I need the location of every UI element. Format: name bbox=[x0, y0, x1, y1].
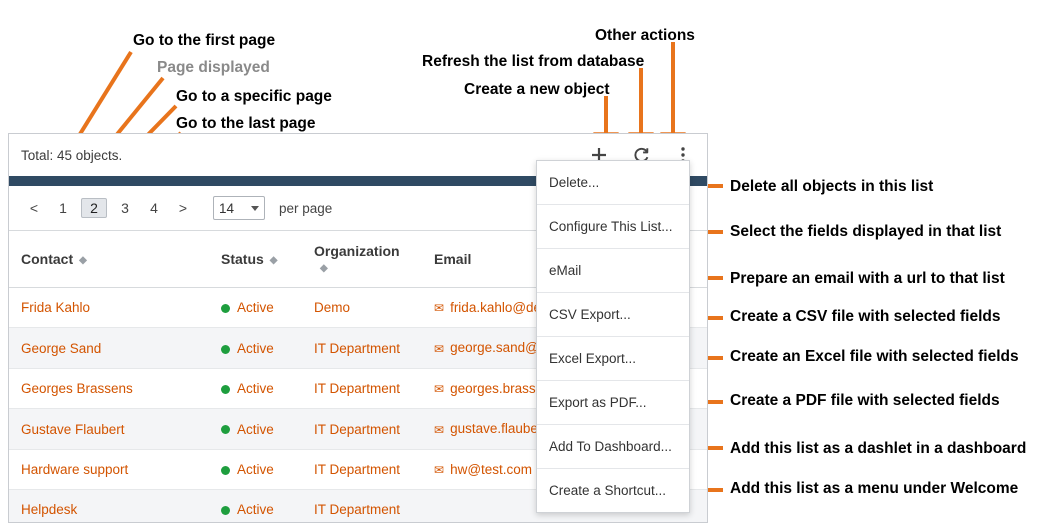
status-dot-icon bbox=[221, 385, 230, 395]
email-text: frida.kahlo@de bbox=[450, 300, 542, 315]
menu-item-excel-export[interactable]: Excel Export... bbox=[537, 337, 689, 381]
column-label-status: Status bbox=[221, 251, 264, 267]
annotation-create-pdf: Create a PDF file with selected fields bbox=[730, 392, 1000, 409]
envelope-icon: ✉ bbox=[434, 341, 445, 356]
other-actions-menu: Delete... Configure This List... eMail C… bbox=[536, 160, 690, 513]
pager-page-4[interactable]: 4 bbox=[150, 200, 158, 216]
pager-page-2-current[interactable]: 2 bbox=[81, 198, 107, 218]
email-text: georges.brasse bbox=[450, 380, 544, 396]
menu-item-configure-this-list[interactable]: Configure This List... bbox=[537, 205, 689, 249]
column-label-contact: Contact bbox=[21, 251, 74, 267]
status-label: Active bbox=[237, 502, 274, 518]
email-text: gustave.flaube bbox=[450, 421, 538, 437]
annotation-refresh-list: Refresh the list from database bbox=[422, 53, 645, 70]
annotation-create-new-object: Create a new object bbox=[464, 81, 610, 98]
total-objects-label: Total: 45 objects. bbox=[21, 147, 123, 163]
envelope-icon: ✉ bbox=[434, 382, 445, 397]
status-label: Active bbox=[237, 461, 274, 477]
sort-icon[interactable]: ◆ bbox=[269, 254, 278, 266]
envelope-icon: ✉ bbox=[434, 422, 445, 437]
annotation-add-dashlet: Add this list as a dashlet in a dashboar… bbox=[730, 440, 1027, 457]
column-header-status[interactable]: Status ◆ bbox=[209, 230, 302, 288]
column-label-organization: Organization bbox=[314, 243, 400, 259]
annotation-delete-all-objects: Delete all objects in this list bbox=[730, 178, 934, 195]
cell-status: Active bbox=[209, 287, 302, 329]
menu-item-delete[interactable]: Delete... bbox=[537, 161, 689, 205]
cell-contact[interactable]: Gustave Flaubert bbox=[9, 408, 209, 450]
cell-organization[interactable]: IT Department bbox=[302, 327, 422, 369]
column-header-contact[interactable]: Contact ◆ bbox=[9, 230, 209, 288]
create-new-object-button[interactable] bbox=[589, 145, 609, 165]
cell-contact[interactable]: Helpdesk bbox=[9, 489, 209, 522]
envelope-icon: ✉ bbox=[434, 301, 445, 316]
cell-status: Active bbox=[209, 408, 302, 450]
status-label: Active bbox=[237, 421, 274, 437]
cell-contact[interactable]: George Sand bbox=[9, 327, 209, 369]
cell-organization[interactable]: Demo bbox=[302, 287, 422, 329]
email-text: george.sand@i bbox=[450, 340, 542, 356]
items-per-page-select[interactable]: 14 bbox=[213, 196, 265, 220]
items-per-page-value: 14 bbox=[219, 200, 235, 216]
pager-page-3[interactable]: 3 bbox=[121, 200, 129, 216]
status-dot-icon bbox=[221, 506, 230, 516]
cell-organization[interactable]: IT Department bbox=[302, 408, 422, 450]
annotation-add-menu: Add this list as a menu under Welcome bbox=[730, 480, 1019, 497]
menu-item-email[interactable]: eMail bbox=[537, 249, 689, 293]
email-text: hw@test.com bbox=[450, 461, 533, 477]
annotation-go-to-specific-page: Go to a specific page bbox=[176, 88, 332, 105]
annotation-select-fields: Select the fields displayed in that list bbox=[730, 223, 1002, 240]
menu-item-export-as-pdf[interactable]: Export as PDF... bbox=[537, 381, 689, 425]
annotation-create-excel: Create an Excel file with selected field… bbox=[730, 348, 1019, 365]
annotation-other-actions: Other actions bbox=[595, 27, 695, 44]
cell-contact[interactable]: Frida Kahlo bbox=[9, 287, 209, 329]
table-row[interactable]: Hardware support Active IT Department ✉ h… bbox=[9, 449, 707, 491]
status-dot-icon bbox=[221, 304, 230, 314]
cell-organization[interactable]: IT Department bbox=[302, 489, 422, 522]
annotation-page-displayed: Page displayed bbox=[157, 59, 270, 76]
cell-contact[interactable]: Hardware support bbox=[9, 449, 209, 491]
cell-organization[interactable]: IT Department bbox=[302, 368, 422, 410]
pager-first-page[interactable]: < bbox=[29, 200, 39, 216]
sort-icon[interactable]: ◆ bbox=[320, 262, 328, 274]
status-label: Active bbox=[237, 381, 274, 397]
status-label: Active bbox=[237, 300, 274, 316]
annotation-go-to-first-page: Go to the first page bbox=[133, 32, 276, 49]
menu-item-create-a-shortcut[interactable]: Create a Shortcut... bbox=[549, 483, 667, 498]
cell-status: Active bbox=[209, 489, 302, 522]
status-dot-icon bbox=[221, 425, 230, 435]
cell-status: Active bbox=[209, 368, 302, 410]
sort-icon[interactable]: ◆ bbox=[79, 254, 87, 266]
pager-last-page[interactable]: > bbox=[178, 200, 188, 216]
per-page-label: per page bbox=[279, 200, 333, 216]
cell-status: Active bbox=[209, 327, 302, 369]
cell-organization[interactable]: IT Department bbox=[302, 449, 422, 491]
column-header-organization[interactable]: Organization ◆ bbox=[302, 230, 422, 288]
pagination-bar: < 1 2 3 4 > 14 per page bbox=[9, 186, 707, 230]
annotation-prepare-email: Prepare an email with a url to that list bbox=[730, 270, 1005, 287]
annotation-go-to-last-page: Go to the last page bbox=[176, 115, 316, 132]
status-label: Active bbox=[237, 340, 274, 356]
chevron-down-icon bbox=[251, 206, 259, 211]
status-dot-icon bbox=[221, 465, 230, 475]
column-label-email: Email bbox=[434, 251, 472, 267]
table-row[interactable]: Georges Brassens Active IT Department ✉ g… bbox=[9, 368, 707, 410]
menu-item-csv-export[interactable]: CSV Export... bbox=[537, 293, 689, 337]
pager-page-1[interactable]: 1 bbox=[59, 200, 67, 216]
status-dot-icon bbox=[221, 344, 230, 354]
cell-status: Active bbox=[209, 449, 302, 491]
annotation-create-csv: Create a CSV file with selected fields bbox=[730, 308, 1001, 325]
menu-item-add-to-dashboard[interactable]: Add To Dashboard... bbox=[537, 425, 689, 469]
envelope-icon: ✉ bbox=[434, 463, 445, 478]
cell-contact[interactable]: Georges Brassens bbox=[9, 368, 209, 410]
panel-accent-bar bbox=[9, 176, 707, 186]
